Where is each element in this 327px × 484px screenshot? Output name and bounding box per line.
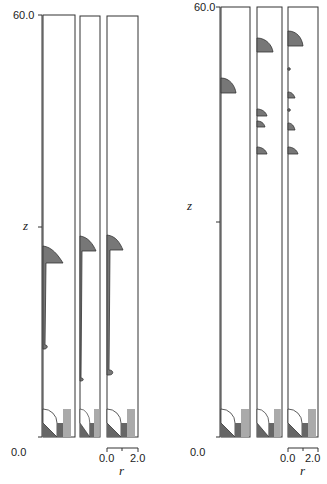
tick-label: 0.0 [190, 446, 205, 459]
nozzles [43, 409, 316, 437]
tick-label: 0.0 [99, 452, 114, 465]
tick-label: 0.0 [280, 452, 295, 465]
axis-label: z [187, 199, 192, 212]
tick-label: 2.0 [130, 452, 145, 465]
axes [38, 7, 318, 452]
tick-label: 2.0 [305, 452, 320, 465]
axis-label: r [119, 464, 124, 477]
domain-columns [43, 7, 318, 437]
tick-label: 60.0 [194, 1, 215, 14]
tick-label: 60.0 [13, 9, 34, 22]
tick-label: 0.0 [11, 446, 26, 459]
axis-label: z [23, 219, 28, 232]
jets-and-drops [43, 31, 303, 381]
axis-label: r [300, 464, 305, 477]
